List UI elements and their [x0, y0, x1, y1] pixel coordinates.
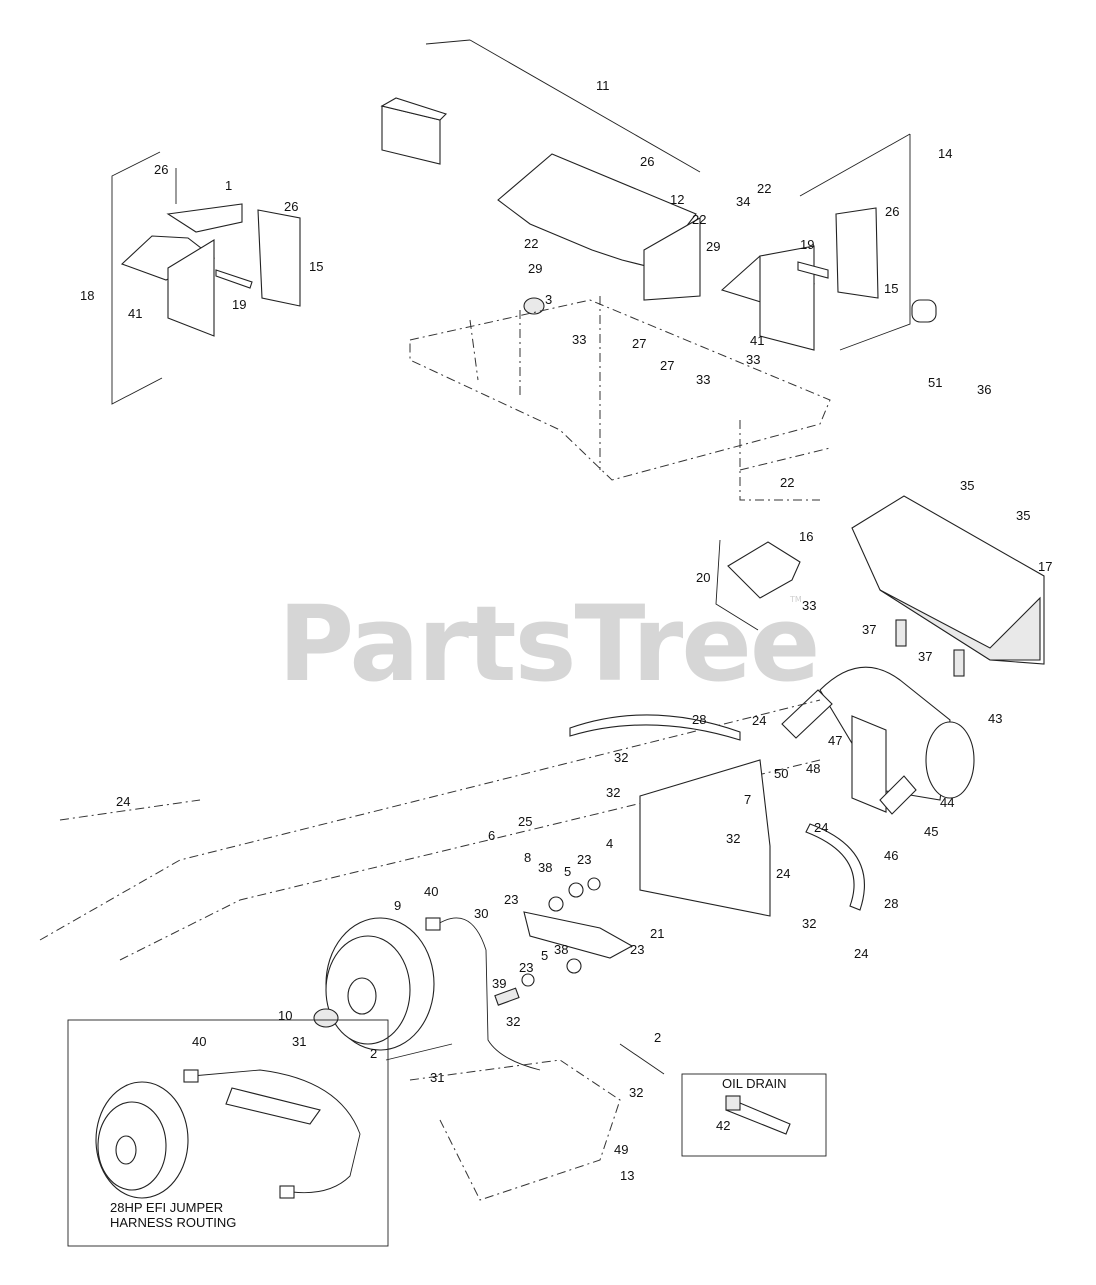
- callout-32: 32: [614, 750, 628, 765]
- harness-routing-title-line2: HARNESS ROUTING: [110, 1215, 236, 1230]
- callout-labels: 1 2 2 3 4 5 5 6 7 8 9 10 11 12 13 14 15 …: [80, 78, 1052, 1183]
- callout-28: 28: [692, 712, 706, 727]
- watermark-trademark: TM: [789, 595, 802, 604]
- callout-39: 39: [492, 976, 506, 991]
- callout-45: 45: [924, 824, 938, 839]
- callout-27: 27: [660, 358, 674, 373]
- callout-21: 21: [650, 926, 664, 941]
- callout-3: 3: [545, 292, 552, 307]
- callout-37: 37: [918, 649, 932, 664]
- callout-17: 17: [1038, 559, 1052, 574]
- callout-13: 13: [620, 1168, 634, 1183]
- callout-42: 42: [716, 1118, 730, 1133]
- upper-frame-group: [380, 39, 911, 501]
- callout-10: 10: [278, 1008, 292, 1023]
- callout-23: 23: [519, 960, 533, 975]
- callout-24: 24: [116, 794, 130, 809]
- callout-51: 51: [928, 375, 942, 390]
- callout-23: 23: [630, 942, 644, 957]
- callout-20: 20: [696, 570, 710, 585]
- callout-46: 46: [884, 848, 898, 863]
- callout-4: 4: [606, 836, 613, 851]
- callout-25: 25: [518, 814, 532, 829]
- callout-24: 24: [854, 946, 868, 961]
- callout-5: 5: [564, 864, 571, 879]
- callout-31: 31: [292, 1034, 306, 1049]
- callout-40: 40: [192, 1034, 206, 1049]
- callout-28: 28: [884, 896, 898, 911]
- callout-38: 38: [554, 942, 568, 957]
- oil-drain-title: OIL DRAIN: [722, 1076, 787, 1091]
- callout-32: 32: [506, 1014, 520, 1029]
- callout-14: 14: [938, 146, 952, 161]
- callout-15: 15: [309, 259, 323, 274]
- callout-38: 38: [538, 860, 552, 875]
- callout-6: 6: [488, 828, 495, 843]
- callout-26: 26: [154, 162, 168, 177]
- callout-36: 36: [977, 382, 991, 397]
- callout-26: 26: [640, 154, 654, 169]
- callout-40: 40: [424, 884, 438, 899]
- callout-30: 30: [474, 906, 488, 921]
- callout-29: 29: [528, 261, 542, 276]
- callout-26: 26: [284, 199, 298, 214]
- callout-23: 23: [577, 852, 591, 867]
- callout-33: 33: [696, 372, 710, 387]
- callout-35: 35: [1016, 508, 1030, 523]
- callout-19: 19: [232, 297, 246, 312]
- callout-1: 1: [225, 178, 232, 193]
- left-bracket-group: [111, 151, 301, 405]
- callout-24: 24: [752, 713, 766, 728]
- callout-41: 41: [750, 333, 764, 348]
- callout-23: 23: [504, 892, 518, 907]
- callout-37: 37: [862, 622, 876, 637]
- callout-41: 41: [128, 306, 142, 321]
- callout-8: 8: [524, 850, 531, 865]
- callout-48: 48: [806, 761, 820, 776]
- callout-2: 2: [654, 1030, 661, 1045]
- callout-33: 33: [572, 332, 586, 347]
- callout-15: 15: [884, 281, 898, 296]
- callout-18: 18: [80, 288, 94, 303]
- callout-47: 47: [828, 733, 842, 748]
- callout-32: 32: [606, 785, 620, 800]
- callout-33: 33: [802, 598, 816, 613]
- callout-32: 32: [726, 831, 740, 846]
- clutch-group: [39, 699, 865, 1201]
- harness-routing-title-line1: 28HP EFI JUMPER: [110, 1200, 223, 1215]
- callout-32: 32: [629, 1085, 643, 1100]
- callout-34: 34: [736, 194, 750, 209]
- callout-44: 44: [940, 795, 954, 810]
- callout-2: 2: [370, 1046, 377, 1061]
- callout-22: 22: [524, 236, 538, 251]
- watermark-text: PartsTree: [278, 583, 818, 705]
- callout-50: 50: [774, 766, 788, 781]
- callout-27: 27: [632, 336, 646, 351]
- callout-24: 24: [814, 820, 828, 835]
- callout-11: 11: [596, 78, 610, 93]
- callout-29: 29: [706, 239, 720, 254]
- callout-43: 43: [988, 711, 1002, 726]
- muffler-group: [715, 299, 1045, 815]
- callout-9: 9: [394, 898, 401, 913]
- callout-7: 7: [744, 792, 751, 807]
- callout-16: 16: [799, 529, 813, 544]
- callout-32: 32: [802, 916, 816, 931]
- harness-routing-inset: [67, 1019, 389, 1247]
- callout-49: 49: [614, 1142, 628, 1157]
- callout-5: 5: [541, 948, 548, 963]
- callout-33: 33: [746, 352, 760, 367]
- callout-22: 22: [780, 475, 794, 490]
- callout-31: 31: [430, 1070, 444, 1085]
- oil-drain-inset: [681, 1073, 827, 1157]
- callout-35: 35: [960, 478, 974, 493]
- callout-24: 24: [776, 866, 790, 881]
- callout-26: 26: [885, 204, 899, 219]
- callout-22: 22: [692, 212, 706, 227]
- callout-19: 19: [800, 237, 814, 252]
- callout-12: 12: [670, 192, 684, 207]
- callout-22: 22: [757, 181, 771, 196]
